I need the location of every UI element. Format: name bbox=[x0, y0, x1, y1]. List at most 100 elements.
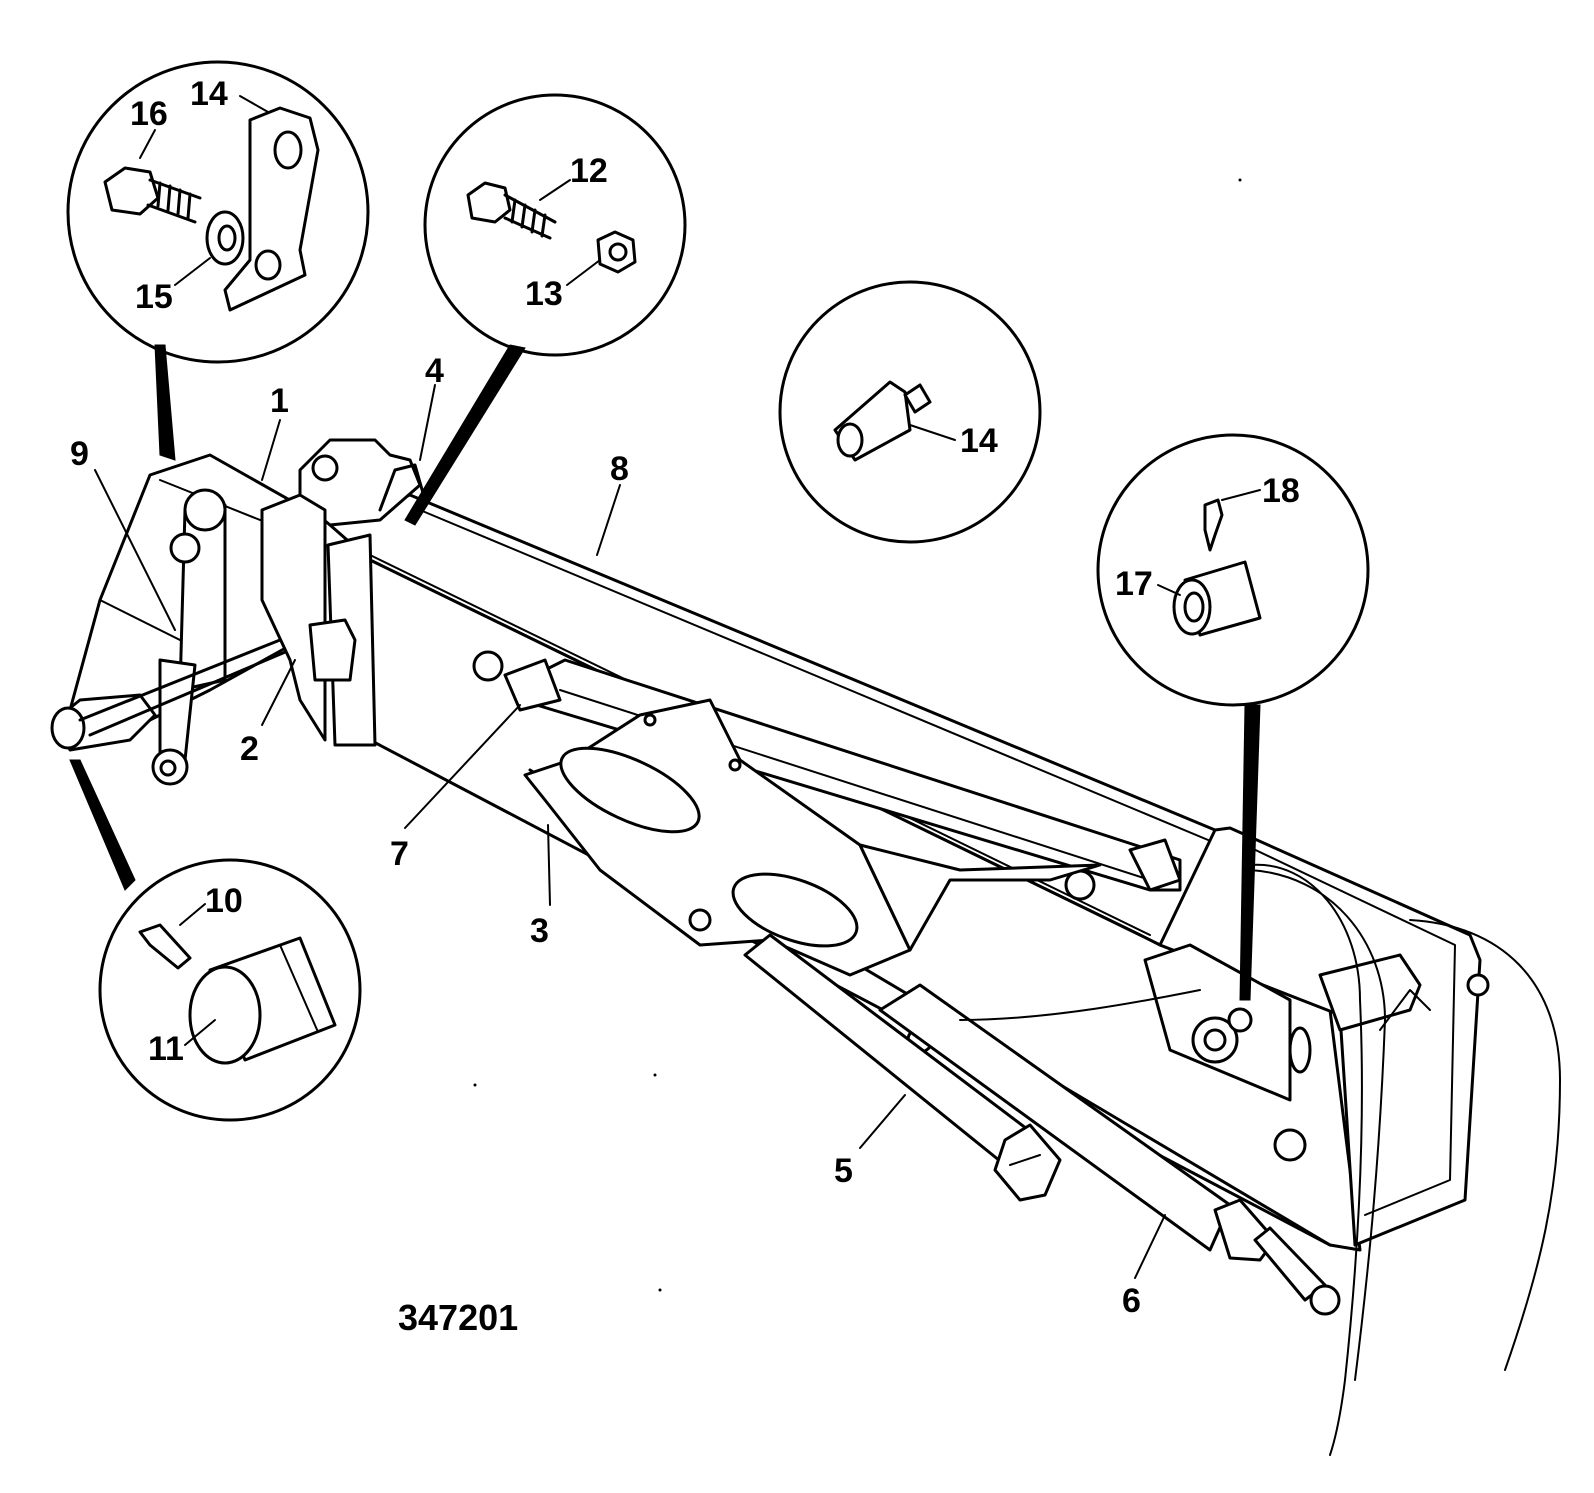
boom-bracket-plate bbox=[260, 493, 327, 742]
callout-7: 7 bbox=[390, 835, 409, 873]
leader-18 bbox=[1221, 489, 1261, 501]
leader-4 bbox=[419, 384, 436, 461]
leader-9 bbox=[94, 469, 176, 631]
detail-circle-pivot-bush bbox=[69, 759, 362, 1122]
callout-8: 8 bbox=[610, 450, 629, 488]
leader-8 bbox=[596, 484, 621, 556]
ram-rod bbox=[503, 658, 562, 712]
callout-13: 13 bbox=[525, 275, 563, 313]
side-plate-window-2 bbox=[731, 872, 859, 948]
side-plate-hole-1 bbox=[688, 908, 712, 932]
detail-bracket-14-hole-top bbox=[273, 130, 303, 170]
leader-14b bbox=[909, 424, 956, 441]
callout-14a: 14 bbox=[190, 75, 228, 113]
callout-leaders bbox=[94, 95, 1261, 1279]
detail-bolt-16-shank bbox=[146, 178, 202, 224]
leader-6 bbox=[1134, 1214, 1166, 1279]
kingpost-hose-a bbox=[78, 638, 282, 722]
leader-1 bbox=[261, 419, 281, 481]
kingpost-hose-b bbox=[88, 648, 292, 737]
detail-grease-nipple-10 bbox=[138, 923, 192, 970]
leader-7 bbox=[404, 704, 521, 829]
kingpost-pivot-tube-end bbox=[50, 706, 86, 750]
leader-16 bbox=[139, 129, 156, 159]
leader-10 bbox=[179, 903, 206, 926]
side-plate-hole-4 bbox=[728, 758, 742, 772]
boom-assembly bbox=[50, 438, 1561, 1456]
kingpost-hole bbox=[169, 532, 201, 564]
callout-14b: 14 bbox=[960, 422, 998, 460]
hose-sweep-4 bbox=[959, 989, 1201, 1021]
dipper-bracket-pin-inner bbox=[1203, 1028, 1227, 1052]
detail-circle-bracket bbox=[66, 60, 370, 461]
kingpost-column-top bbox=[183, 488, 227, 532]
leader-17 bbox=[1157, 584, 1181, 596]
leader-14a bbox=[239, 95, 269, 113]
detail-circle-bracket-outline bbox=[66, 60, 370, 364]
ram-rod-eye bbox=[472, 650, 504, 682]
cylinder-5-end bbox=[993, 1123, 1062, 1202]
detail-bush-17-bore bbox=[1183, 591, 1205, 623]
pivot-bracket-hole bbox=[311, 454, 339, 482]
dipper-end-hole-slot bbox=[1288, 1026, 1312, 1074]
detail-circle-pivot-bush-leader bbox=[69, 759, 136, 891]
detail-circle-bush-outline bbox=[1096, 433, 1370, 707]
speck-1 bbox=[1238, 178, 1242, 182]
hose-sweep-3 bbox=[1249, 869, 1386, 1381]
pivot-link bbox=[378, 463, 427, 512]
detail-circle-buffer-outline bbox=[778, 280, 1042, 544]
cylinder-5-end-inner bbox=[1009, 1154, 1041, 1166]
dipper-bracket-grease bbox=[1227, 1007, 1253, 1033]
detail-bolt-12-shank bbox=[503, 193, 557, 240]
leader-3 bbox=[547, 824, 551, 906]
detail-circle-bracket-leader bbox=[154, 344, 176, 461]
detail-bracket-14-hole-bottom bbox=[254, 249, 282, 281]
detail-circle-fastener-leader bbox=[404, 344, 526, 526]
detail-grease-nipple-18 bbox=[1203, 498, 1224, 552]
callout-6: 6 bbox=[1122, 1282, 1141, 1320]
side-plate-tail bbox=[858, 843, 1102, 952]
boom-top-inner-line bbox=[419, 509, 1221, 846]
leader-15 bbox=[174, 257, 211, 286]
leader-2 bbox=[261, 659, 296, 726]
detail-bolt-12-head bbox=[466, 181, 512, 224]
detail-nut-13-hole bbox=[608, 242, 628, 262]
dipper-end-inner bbox=[1244, 844, 1456, 1216]
callout-11: 11 bbox=[148, 1030, 184, 1068]
callout-3: 3 bbox=[530, 912, 549, 950]
callout-labels: 1 2 3 4 5 6 7 8 9 10 11 12 13 14 14 15 1… bbox=[70, 75, 1300, 1320]
callout-9: 9 bbox=[70, 435, 89, 473]
callout-2: 2 bbox=[240, 730, 259, 768]
speck-3 bbox=[473, 1083, 477, 1087]
cylinder-6-eye bbox=[1309, 1284, 1341, 1316]
leader-13 bbox=[566, 259, 601, 286]
dipper-end-hole-side bbox=[1273, 1128, 1307, 1162]
detail-buffer-14-end bbox=[836, 422, 864, 458]
boom-bracket-clip bbox=[308, 618, 357, 682]
hose-sweep-2 bbox=[1409, 919, 1561, 1371]
top-cylinder-rod-end bbox=[1128, 838, 1182, 892]
speck-2 bbox=[653, 1073, 657, 1077]
callout-18: 18 bbox=[1262, 472, 1300, 510]
detail-buffer-14-stud bbox=[903, 383, 932, 414]
detail-circle-fastener bbox=[404, 93, 687, 526]
detail-circle-fastener-outline bbox=[423, 93, 687, 357]
callout-1: 1 bbox=[270, 382, 289, 420]
detail-circle-bush bbox=[1096, 433, 1370, 1001]
callout-4: 4 bbox=[425, 352, 444, 390]
detail-circle-bush-leader bbox=[1239, 704, 1261, 1001]
hose-sweep-1 bbox=[1249, 863, 1363, 1456]
callout-5: 5 bbox=[834, 1152, 853, 1190]
callout-16: 16 bbox=[130, 95, 168, 133]
leader-5 bbox=[859, 1094, 906, 1149]
leader-11 bbox=[184, 1019, 216, 1046]
speck-4 bbox=[658, 1288, 662, 1292]
leader-12 bbox=[539, 179, 571, 201]
callout-12: 12 bbox=[570, 152, 608, 190]
callout-17: 17 bbox=[1115, 565, 1153, 603]
detail-washer-15-hole bbox=[217, 224, 237, 252]
scan-specks bbox=[473, 178, 1242, 1292]
callout-10: 10 bbox=[205, 882, 243, 920]
detail-circle-buffer bbox=[778, 280, 1042, 544]
